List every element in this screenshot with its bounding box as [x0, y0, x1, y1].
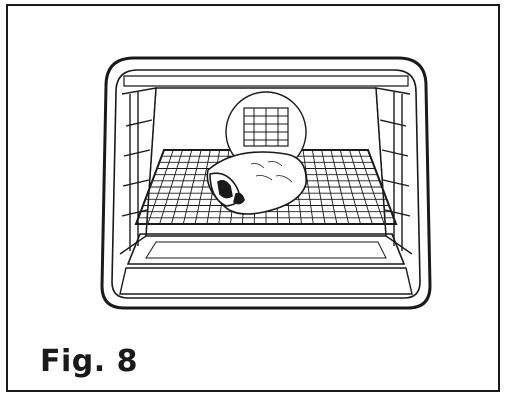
wire-rack-col: [349, 149, 373, 225]
wire-rack-col: [159, 149, 183, 225]
wire-rack-col: [302, 149, 314, 225]
right-rack-rails: [375, 87, 413, 255]
wire-rack-col: [321, 149, 338, 225]
wire-rack-col: [311, 149, 326, 225]
oven-top-lip: [123, 75, 409, 87]
wire-rack-col: [147, 149, 174, 225]
rear-element-lines: [244, 108, 288, 146]
figure-caption: Fig. 8: [40, 344, 138, 379]
wire-rack-col: [182, 149, 202, 225]
drip-tray: [126, 233, 406, 265]
wire-rack-col: [194, 149, 211, 225]
wire-rack-col: [339, 149, 361, 225]
oven-illustration: [100, 56, 432, 310]
oven-floor: [119, 267, 413, 295]
left-rack-rails: [119, 87, 157, 255]
roast-meat: [206, 151, 307, 215]
oven-outer-frame: [100, 56, 432, 310]
oven-inner-frame: [111, 69, 421, 299]
drip-tray-inner: [145, 241, 387, 259]
wire-rack-col: [171, 149, 193, 225]
wire-rack-col: [358, 149, 385, 225]
figure-frame: Fig. 8: [6, 4, 500, 392]
wire-rack-col: [330, 149, 350, 225]
